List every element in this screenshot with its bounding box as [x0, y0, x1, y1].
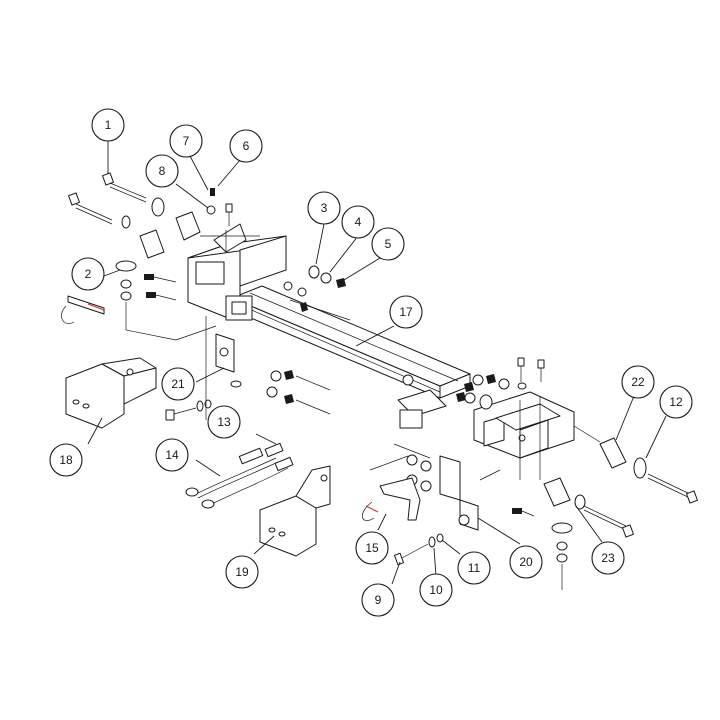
- callout-12: 12: [659, 385, 693, 419]
- svg-text:22: 22: [631, 375, 645, 389]
- svg-text:1: 1: [105, 118, 112, 132]
- svg-text:3: 3: [321, 201, 328, 215]
- callout-leaders: [87, 140, 667, 585]
- left-receiver-bracket: [187, 223, 287, 373]
- tow-tab-18: [65, 357, 157, 429]
- callout-21: 21: [161, 367, 195, 401]
- svg-text:6: 6: [243, 139, 250, 153]
- assembly-guide-lines: [125, 230, 601, 590]
- crossbar-nuts: [283, 265, 346, 312]
- svg-text:23: 23: [601, 551, 615, 565]
- callout-5: 5: [371, 227, 405, 261]
- callout-8: 8: [145, 154, 179, 188]
- callout-20: 20: [509, 545, 543, 579]
- svg-text:18: 18: [59, 453, 73, 467]
- callout-9: 9: [361, 583, 395, 617]
- callout-22: 22: [621, 365, 655, 399]
- callout-4: 4: [341, 205, 375, 239]
- callout-19: 19: [225, 555, 259, 589]
- svg-text:10: 10: [429, 583, 443, 597]
- callout-6: 6: [229, 129, 263, 163]
- left-hardware: [61, 172, 233, 330]
- svg-text:21: 21: [171, 377, 185, 391]
- svg-text:11: 11: [468, 561, 481, 575]
- bracket-21-hardware: [165, 370, 294, 421]
- callout-15: 15: [355, 531, 389, 565]
- callout-10: 10: [419, 573, 453, 607]
- callout-3: 3: [307, 191, 341, 225]
- callout-7: 7: [169, 124, 203, 158]
- svg-text:2: 2: [85, 267, 92, 281]
- callout-17: 17: [389, 295, 423, 329]
- callout-23: 23: [591, 541, 625, 575]
- callout-14: 14: [155, 438, 189, 472]
- callout-11: 11: [457, 551, 491, 585]
- right-receiver-bracket: [397, 374, 575, 501]
- svg-text:4: 4: [355, 215, 362, 229]
- callout-1: 1: [91, 108, 125, 142]
- callout-18: 18: [49, 443, 83, 477]
- svg-text:20: 20: [519, 555, 533, 569]
- svg-text:5: 5: [385, 237, 392, 251]
- svg-text:19: 19: [235, 565, 249, 579]
- svg-text:9: 9: [375, 593, 382, 607]
- main-crossbar: [231, 285, 471, 399]
- right-hardware: [362, 357, 698, 566]
- svg-text:12: 12: [669, 395, 683, 409]
- svg-text:17: 17: [399, 305, 413, 319]
- svg-text:14: 14: [165, 448, 179, 462]
- svg-text:8: 8: [159, 164, 166, 178]
- callout-13: 13: [207, 405, 241, 439]
- tow-tab-19: [259, 465, 331, 557]
- svg-text:7: 7: [183, 134, 190, 148]
- safety-cables: [185, 442, 294, 509]
- callout-2: 2: [71, 257, 105, 291]
- svg-text:15: 15: [365, 541, 379, 555]
- svg-text:13: 13: [217, 415, 231, 429]
